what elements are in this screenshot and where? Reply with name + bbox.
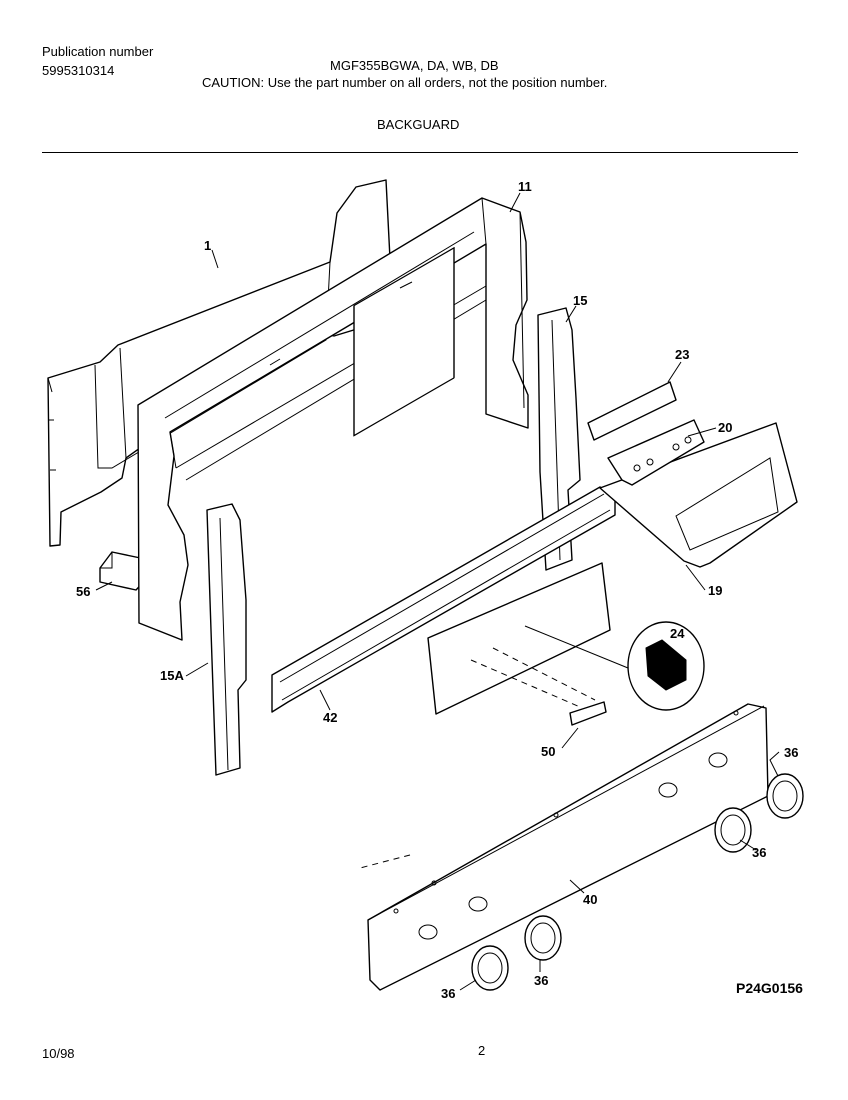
callout-36-a: 36 [784,745,798,760]
callout-36-d: 36 [441,986,455,1001]
publication-number: 5995310314 [42,63,115,78]
part-23-bracket [587,381,677,441]
page-number: 2 [478,1043,486,1058]
lower-cover-plate [427,562,611,715]
callout-15a: 15A [160,668,184,683]
part-42-channel [271,486,616,713]
callout-1: 1 [204,238,211,253]
revision-date: 10/98 [42,1046,75,1061]
figure-code: P24G0156 [736,980,803,996]
header-rule [42,152,798,153]
callout-19: 19 [708,583,722,598]
callout-42: 42 [323,710,337,725]
part-20-clock-timer [607,419,705,486]
leader-lines [95,192,780,991]
part-36-knob-3 [524,915,562,961]
publication-number-label: Publication number [42,44,154,59]
part-1-rear-panel [47,179,394,547]
section-title: BACKGUARD [377,117,460,132]
model-numbers: MGF355BGWA, DA, WB, DB [330,58,499,73]
callout-24: 24 [670,626,685,641]
callout-23: 23 [675,347,689,362]
part-36-knob-2 [714,807,752,853]
part-36-knob-1 [766,773,804,819]
part-24-switch-detail [524,621,705,711]
callout-40: 40 [583,892,597,907]
callout-56: 56 [76,584,90,599]
callout-15: 15 [573,293,587,308]
part-36-knob-4 [471,945,509,991]
part-15a-side-bracket [206,503,247,776]
callout-50: 50 [541,744,555,759]
part-40-knob-panel [367,703,769,991]
callout-36-b: 36 [752,845,766,860]
callout-36-c: 36 [534,973,548,988]
part-11-backguard-frame [137,197,529,641]
caution-note: CAUTION: Use the part number on all orde… [202,75,608,90]
callout-11: 11 [518,179,532,194]
part-50-switch [569,701,607,726]
callout-20: 20 [718,420,732,435]
part-19-control-panel [599,422,798,568]
